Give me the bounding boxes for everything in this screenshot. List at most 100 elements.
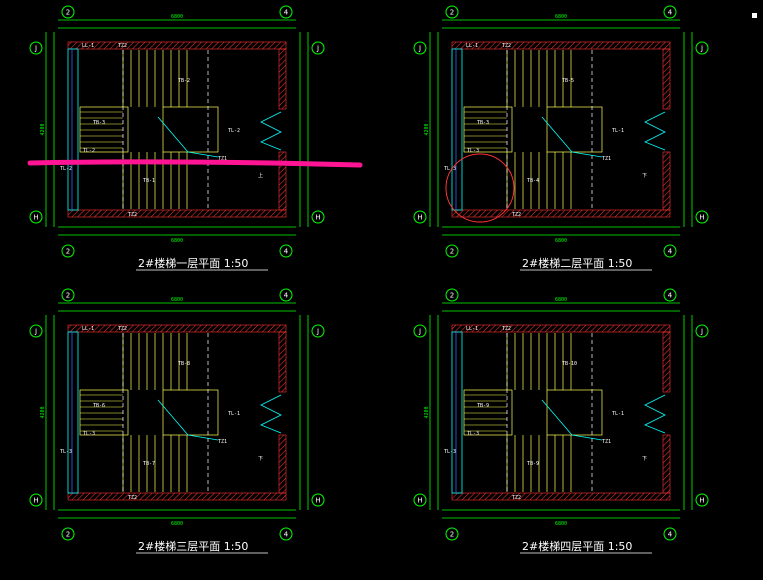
- label-tb-landing: TB-9: [477, 403, 489, 409]
- axis-bubble-j: [29, 41, 43, 55]
- wall-bottom: [451, 492, 671, 501]
- label-tl-c: TL-3: [444, 449, 456, 455]
- label-tb-upper: TB-5: [562, 78, 574, 84]
- plan-title: 2#楼梯三层平面 1:50: [138, 539, 248, 553]
- label-tb-landing: TB-6: [93, 403, 105, 409]
- dim-top-label: 6800: [171, 14, 183, 20]
- axis-bubble-2: [61, 5, 75, 19]
- axis-bubble-j: [413, 41, 427, 55]
- label-tl-c: TL-3: [60, 449, 72, 455]
- label-beam-bottom: TZ2: [512, 495, 521, 501]
- axis-bubble-h: [413, 493, 427, 507]
- window-left: [451, 331, 463, 494]
- wall-right-upper: [662, 331, 671, 393]
- plan-title: 2#楼梯二层平面 1:50: [522, 256, 632, 270]
- label-tz1: TZ1: [218, 156, 227, 162]
- axis-bubble-2-bottom: [61, 527, 75, 541]
- stair-well: [546, 389, 603, 436]
- axis-bubble-2-bottom-label: 2: [450, 531, 454, 539]
- axis-bubble-j-label: J: [418, 328, 421, 336]
- label-ll1: LL-1: [82, 43, 94, 49]
- markup-circle: [445, 153, 515, 223]
- dim-left-label: 4200: [40, 406, 46, 418]
- axis-bubble-j-right-label: J: [316, 45, 319, 53]
- wall-right-upper: [662, 48, 671, 110]
- axis-bubble-h-label: H: [33, 497, 38, 505]
- axis-bubble-h-label: H: [417, 497, 422, 505]
- axis-bubble-j: [413, 324, 427, 338]
- axis-bubble-h-label: H: [33, 214, 38, 222]
- landing: [463, 389, 513, 436]
- axis-bubble-2-bottom: [445, 244, 459, 258]
- label-beam-top: TZ2: [502, 326, 511, 332]
- axis-bubble-2: [445, 5, 459, 19]
- axis-bubble-h-right-label: H: [699, 214, 704, 222]
- axis-bubble-j-right-label: J: [700, 45, 703, 53]
- axis-bubble-4-bottom-label: 4: [284, 248, 289, 256]
- label-tl-a: TL-3: [467, 431, 479, 437]
- label-tl-c: TL-2: [60, 166, 72, 172]
- axis-bubble-h: [413, 210, 427, 224]
- label-tl-a: TL-3: [467, 148, 479, 154]
- dim-bottom-label: 6800: [555, 521, 567, 527]
- wall-bottom: [67, 492, 287, 501]
- axis-bubble-h-right-label: H: [315, 214, 320, 222]
- label-ll1: LL-1: [82, 326, 94, 332]
- axis-bubble-4-label: 4: [668, 292, 673, 300]
- axis-bubble-h: [29, 210, 43, 224]
- stair-well: [162, 389, 219, 436]
- dim-top-label: 6800: [171, 297, 183, 303]
- label-beam-top: TZ2: [118, 43, 127, 49]
- axis-bubble-4-bottom: [279, 527, 293, 541]
- wall-right-upper: [278, 331, 287, 393]
- axis-bubble-4-label: 4: [284, 292, 289, 300]
- wall-bottom: [451, 209, 671, 218]
- label-tl-b: TL-1: [228, 411, 240, 417]
- axis-bubble-2-label: 2: [450, 9, 454, 17]
- label-tl-b: TL-1: [612, 411, 624, 417]
- landing: [463, 106, 513, 153]
- axis-bubble-2-bottom-label: 2: [66, 248, 70, 256]
- label-direction: 下: [642, 456, 647, 462]
- section-line: [541, 399, 603, 441]
- wall-right-upper: [278, 48, 287, 110]
- plan-title: 2#楼梯一层平面 1:50: [138, 256, 248, 270]
- dim-bottom-label: 6800: [555, 238, 567, 244]
- dim-left-label: 4200: [424, 406, 430, 418]
- label-beam-top: TZ2: [118, 326, 127, 332]
- landing: [79, 389, 129, 436]
- wall-right-lower: [662, 434, 671, 494]
- axis-bubble-h-right: [695, 493, 709, 507]
- corner-marker: [752, 13, 757, 18]
- label-tz1: TZ1: [602, 156, 611, 162]
- label-tz1: TZ1: [218, 439, 227, 445]
- axis-bubble-h: [29, 493, 43, 507]
- axis-bubble-h-right: [311, 210, 325, 224]
- axis-bubble-4: [663, 5, 677, 19]
- axis-bubble-j-right: [695, 41, 709, 55]
- label-beam-bottom: TZ2: [128, 495, 137, 501]
- dim-top-label: 6800: [555, 297, 567, 303]
- axis-bubble-2: [445, 288, 459, 302]
- label-ll1: LL-1: [466, 326, 478, 332]
- wall-right-lower: [662, 151, 671, 211]
- dim-bottom-label: 6800: [171, 521, 183, 527]
- axis-bubble-j-right: [695, 324, 709, 338]
- wall-right-lower: [278, 151, 287, 211]
- label-tb-landing: TB-3: [477, 120, 489, 126]
- label-beam-bottom: TZ2: [128, 212, 137, 218]
- dim-left-label: 4200: [424, 123, 430, 135]
- label-tb-upper: TB-8: [178, 361, 190, 367]
- dim-top-label: 6800: [555, 14, 567, 20]
- axis-bubble-j: [29, 324, 43, 338]
- axis-bubble-2-bottom-label: 2: [450, 248, 454, 256]
- axis-bubble-4-bottom: [663, 527, 677, 541]
- door-swing: [260, 111, 282, 151]
- window-left: [67, 48, 79, 211]
- axis-bubble-h-right: [311, 493, 325, 507]
- label-beam-top: TZ2: [502, 43, 511, 49]
- axis-bubble-4-bottom-label: 4: [668, 248, 673, 256]
- label-ll1: LL-1: [466, 43, 478, 49]
- axis-bubble-4-bottom-label: 4: [668, 531, 673, 539]
